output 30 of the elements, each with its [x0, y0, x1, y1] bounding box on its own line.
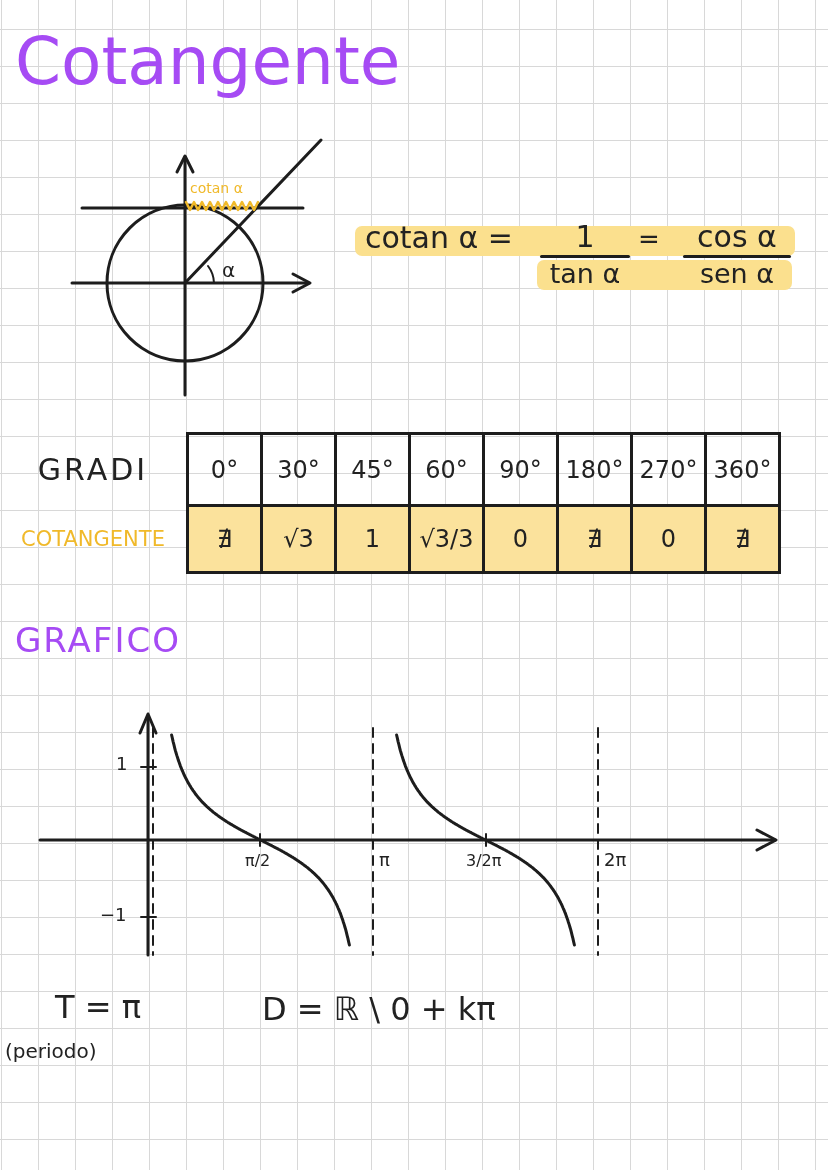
formula-text: tan α [548, 259, 622, 289]
formula-text: T = π [55, 990, 141, 1026]
row-header: GRADI [0, 433, 188, 506]
table-cell: ∄ [705, 505, 780, 573]
table-cell: √3/3 [409, 505, 484, 573]
segment-label: cotan α [190, 181, 243, 197]
table-cell: 0° [187, 433, 262, 506]
formula-text: D = ℝ \ 0 + kπ [262, 992, 496, 1028]
table-cell: 1 [335, 505, 410, 573]
formula-text: = [638, 225, 660, 254]
axis-tick-label: −1 [100, 905, 127, 925]
table-cell: 0 [631, 505, 706, 573]
table-cell: ∄ [557, 505, 632, 573]
table-cell: 0 [483, 505, 558, 573]
axis-tick-label: 2π [604, 850, 627, 870]
note-text: (periodo) [5, 1040, 97, 1062]
page-title: Cotangente [15, 26, 401, 99]
table-cell: √3 [261, 505, 336, 573]
table-cell: ∄ [187, 505, 262, 573]
axis-tick-label: π [379, 850, 390, 870]
axis-tick-label: 3/2π [466, 852, 502, 870]
formula-text: cotan α = [365, 221, 513, 254]
formula-text: sen α [698, 259, 776, 289]
formula-text: cos α [696, 220, 778, 253]
formula-text: 1 [574, 220, 596, 253]
axis-tick-label: 1 [116, 754, 128, 774]
axis-tick-label: π/2 [245, 852, 271, 870]
row-header: COTANGENTE [0, 505, 188, 573]
section-heading: GRAFICO [15, 622, 181, 660]
angle-label: α [222, 259, 236, 281]
